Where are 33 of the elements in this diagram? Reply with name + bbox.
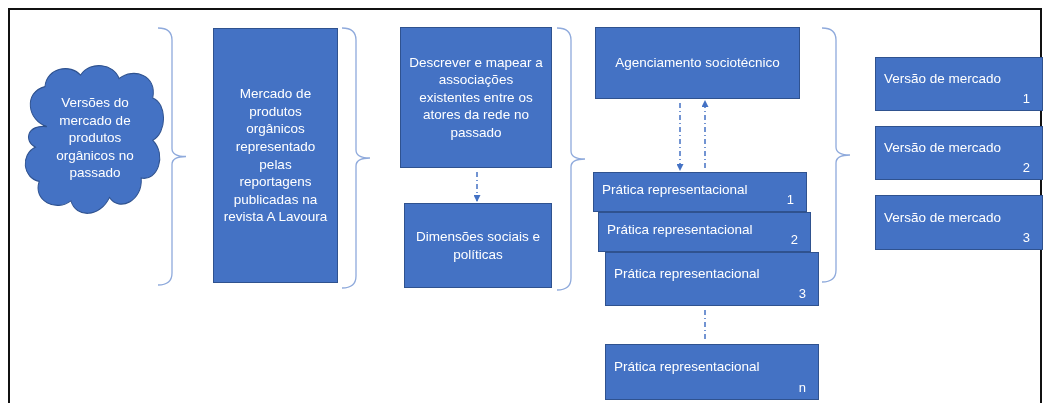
node-label: Versão de mercado	[884, 208, 1002, 227]
node-label: Versões do mercado de produtos orgânicos no passado	[55, 94, 135, 182]
index-number: 2	[1022, 160, 1030, 177]
node-label: Prática representacional	[602, 181, 748, 199]
process-box	[593, 172, 807, 212]
node-label: Prática representacional	[614, 265, 760, 283]
process-box	[404, 203, 552, 288]
index-number: 3	[1022, 230, 1030, 247]
index-number: 1	[786, 192, 794, 209]
node-label: Prática representacional	[614, 358, 760, 376]
node-label: Versão de mercado	[884, 139, 1002, 157]
node-label: Prática representacional	[607, 221, 753, 239]
process-box	[595, 27, 800, 99]
process-box	[605, 252, 819, 306]
process-box	[875, 57, 1043, 111]
process-box	[400, 27, 552, 168]
node-label: Dimensões sociais e políticas	[415, 227, 541, 264]
node-label: Descrever e mapear a associações existentes entre os atores da rede no passado	[409, 53, 543, 142]
index-number: 3	[798, 286, 806, 303]
process-box	[598, 212, 811, 252]
node-label: Mercado de produtos orgânicos representado pelas reportagens publicadas na revista A Lavoura	[222, 85, 329, 226]
index-number: 2	[790, 232, 798, 249]
process-box	[605, 344, 819, 400]
index-number: n	[798, 380, 806, 397]
node-label: Agenciamento sociotécnico	[615, 54, 780, 72]
process-box	[875, 195, 1043, 250]
dashed-arrow	[701, 100, 709, 169]
dashed-arrow	[676, 102, 684, 171]
process-box	[213, 28, 338, 283]
process-box	[875, 126, 1043, 180]
index-number: 1	[1022, 91, 1030, 108]
dashed-arrow	[473, 171, 481, 202]
node-label: Versão de mercado	[884, 70, 1002, 88]
